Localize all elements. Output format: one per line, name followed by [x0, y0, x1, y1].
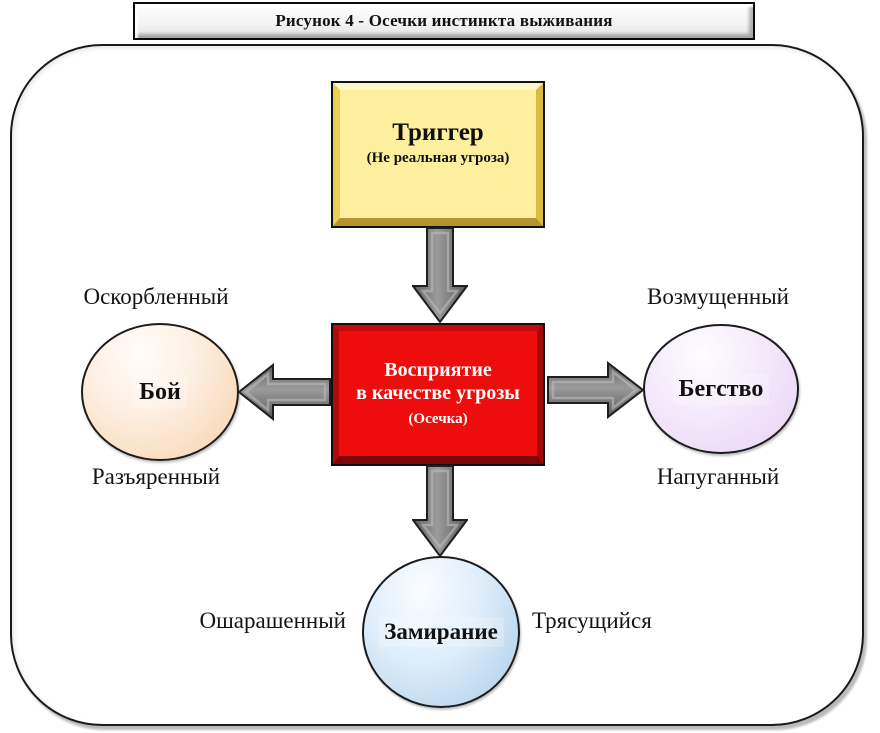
perception-line3: (Осечка) [408, 411, 468, 427]
freeze-node: Замирание [362, 556, 520, 708]
fight-node-label: Бой [133, 376, 187, 408]
arrow-right-icon [547, 361, 644, 419]
arrow-left-icon [238, 363, 331, 421]
fight-top-label: Оскорбленный [83, 284, 229, 309]
flight-bottom-label: Напуганный [656, 464, 780, 489]
freeze-right-label: Трясущийся [532, 608, 652, 633]
trigger-title: Триггер [392, 119, 484, 146]
figure-title: Рисунок 4 - Осечки инстинкта выживания [275, 11, 613, 30]
freeze-left-label: Ошарашенный [199, 608, 346, 633]
flight-node-label: Бегство [672, 373, 770, 405]
perception-box: Восприятие в качестве угрозы (Осечка) [331, 323, 545, 466]
trigger-box-face: Триггер (Не реальная угроза) [333, 83, 543, 226]
perception-line2: в качестве угрозы [356, 382, 520, 404]
trigger-box: Триггер (Не реальная угроза) [331, 81, 545, 228]
arrow-down-icon [412, 227, 468, 324]
freeze-node-label: Замирание [378, 617, 504, 647]
trigger-subtitle: (Не реальная угроза) [366, 150, 510, 166]
flight-node: Бегство [643, 324, 799, 454]
figure-title-bar: Рисунок 4 - Осечки инстинкта выживания [133, 2, 755, 40]
perception-line1: Восприятие [384, 359, 492, 381]
fight-bottom-label: Разъяренный [91, 464, 221, 489]
perception-box-face: Восприятие в качестве угрозы (Осечка) [333, 325, 543, 464]
fight-node: Бой [81, 323, 239, 461]
flight-top-label: Возмущенный [647, 284, 789, 309]
arrow-down-icon [412, 465, 468, 558]
